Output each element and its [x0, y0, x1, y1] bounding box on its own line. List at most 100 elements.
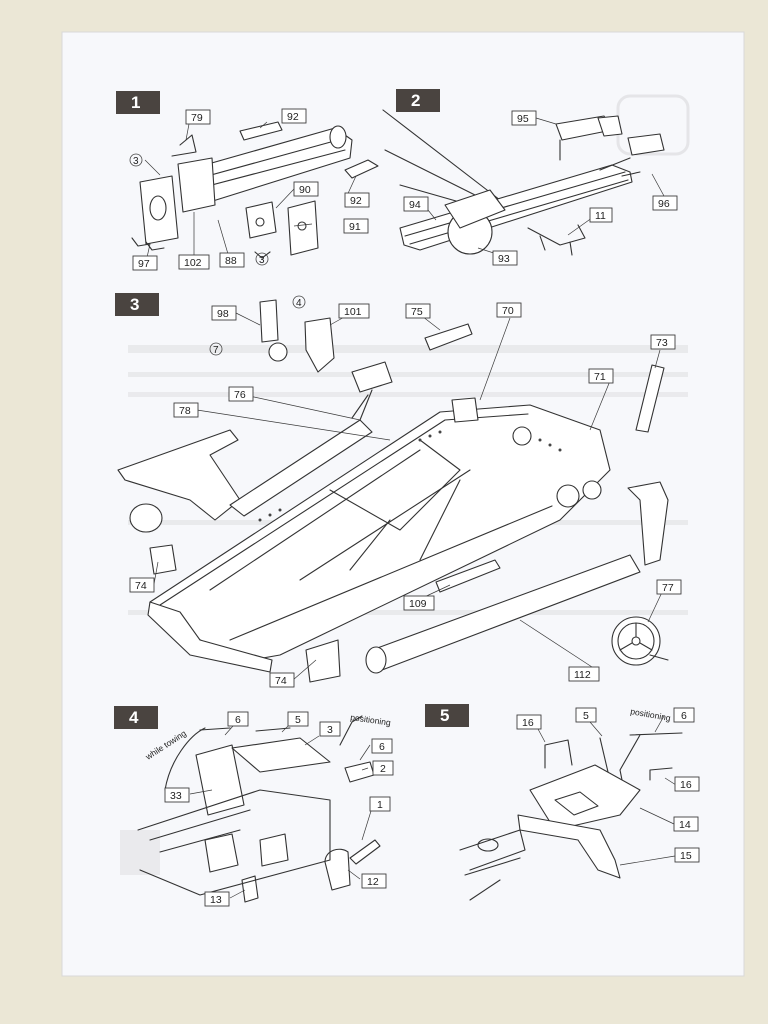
circled-ref-3: 3	[129, 153, 143, 167]
callout-79: 79	[185, 109, 211, 125]
svg-text:6: 6	[681, 710, 687, 722]
svg-text:16: 16	[680, 779, 692, 791]
step-badge-2	[396, 89, 440, 112]
svg-text:14: 14	[679, 819, 691, 831]
callout-97: 97	[132, 255, 158, 271]
callout-5: 5	[287, 711, 309, 727]
step-number-2: 2	[411, 91, 420, 110]
svg-text:4: 4	[296, 298, 302, 309]
svg-text:77: 77	[662, 582, 674, 594]
callout-78: 78	[173, 402, 199, 418]
callout-101: 101	[338, 303, 370, 319]
step-2: 2 95 96 94 93	[382, 89, 678, 266]
svg-text:16: 16	[522, 717, 534, 729]
svg-text:3: 3	[259, 255, 265, 266]
callout-92: 92	[281, 108, 307, 124]
svg-text:7: 7	[213, 345, 219, 356]
callout-74: 74	[129, 577, 155, 593]
svg-text:98: 98	[217, 308, 229, 320]
circled-ref-7: 7	[209, 342, 223, 356]
callout-98: 98	[211, 305, 237, 321]
svg-text:78: 78	[179, 405, 191, 417]
callout-12: 12	[361, 873, 387, 889]
svg-text:13: 13	[210, 894, 222, 906]
svg-text:90: 90	[299, 184, 311, 196]
svg-text:109: 109	[409, 598, 427, 610]
svg-text:5: 5	[583, 710, 589, 722]
callout-71: 71	[588, 368, 614, 384]
svg-text:75: 75	[411, 306, 423, 318]
svg-text:76: 76	[234, 389, 246, 401]
callout-74: 74	[269, 672, 295, 688]
callout-112: 112	[568, 666, 600, 682]
callout-11: 11	[589, 207, 613, 223]
step-2-parts-drawing	[382, 109, 665, 256]
svg-text:12: 12	[367, 876, 379, 888]
step-1-parts-drawing	[131, 121, 379, 259]
svg-text:101: 101	[344, 306, 362, 318]
callout-94: 94	[403, 196, 429, 212]
callout-73: 73	[650, 334, 676, 350]
callout-92: 92	[344, 192, 370, 208]
step-badge-5	[425, 704, 469, 727]
svg-text:33: 33	[170, 790, 182, 802]
circled-ref-3: 3	[255, 252, 269, 266]
step-5-parts-drawing	[459, 732, 683, 901]
callout-76: 76	[228, 386, 254, 402]
svg-text:96: 96	[658, 198, 670, 210]
step-1: 1 79 92	[116, 91, 379, 271]
step-3: 3	[115, 293, 682, 688]
svg-text:112: 112	[574, 669, 591, 681]
svg-text:74: 74	[275, 675, 287, 687]
callout-90: 90	[293, 181, 319, 197]
step-badge-1	[116, 91, 160, 114]
svg-text:88: 88	[225, 255, 237, 267]
callout-15: 15	[674, 847, 700, 863]
circled-ref-4: 4	[292, 295, 306, 309]
step-number-1: 1	[131, 93, 140, 112]
callout-13: 13	[204, 891, 230, 907]
callout-3: 3	[319, 721, 341, 737]
callout-14: 14	[673, 816, 699, 832]
step-number-3: 3	[130, 295, 139, 314]
svg-text:94: 94	[409, 199, 421, 211]
svg-text:15: 15	[680, 850, 692, 862]
callout-6: 6	[227, 711, 249, 727]
svg-text:95: 95	[517, 113, 529, 125]
svg-text:5: 5	[295, 714, 301, 726]
callout-6: 6	[371, 738, 393, 754]
callout-109: 109	[403, 595, 435, 611]
svg-text:2: 2	[380, 763, 386, 775]
svg-text:93: 93	[498, 253, 510, 265]
step-3-chassis-drawing	[117, 299, 669, 683]
svg-text:70: 70	[502, 305, 514, 317]
callout-5: 5	[575, 707, 597, 723]
callout-16: 16	[516, 714, 542, 730]
svg-text:92: 92	[350, 195, 362, 207]
callout-95: 95	[511, 110, 537, 126]
callout-96: 96	[652, 195, 678, 211]
svg-text:6: 6	[235, 714, 241, 726]
callout-91: 91	[343, 218, 369, 234]
svg-text:3: 3	[327, 724, 333, 736]
callout-102: 102	[178, 254, 210, 270]
svg-text:102: 102	[184, 257, 202, 269]
step-badge-3	[115, 293, 159, 316]
step-number-4: 4	[129, 708, 139, 727]
callout-16: 16	[674, 776, 700, 792]
callout-2: 2	[372, 760, 394, 776]
svg-text:92: 92	[287, 111, 299, 123]
step-5: 5 positioning 16 5 6 16	[425, 704, 700, 901]
svg-text:6: 6	[379, 741, 385, 753]
callout-33: 33	[164, 787, 190, 803]
svg-text:79: 79	[191, 112, 203, 124]
step-4-parts-drawing	[137, 715, 381, 903]
svg-text:71: 71	[594, 371, 606, 383]
step-badge-4	[114, 706, 158, 729]
svg-text:97: 97	[138, 258, 150, 270]
svg-text:91: 91	[349, 221, 361, 233]
svg-text:3: 3	[133, 156, 139, 167]
callout-1: 1	[369, 796, 391, 812]
svg-text:1: 1	[377, 799, 383, 811]
